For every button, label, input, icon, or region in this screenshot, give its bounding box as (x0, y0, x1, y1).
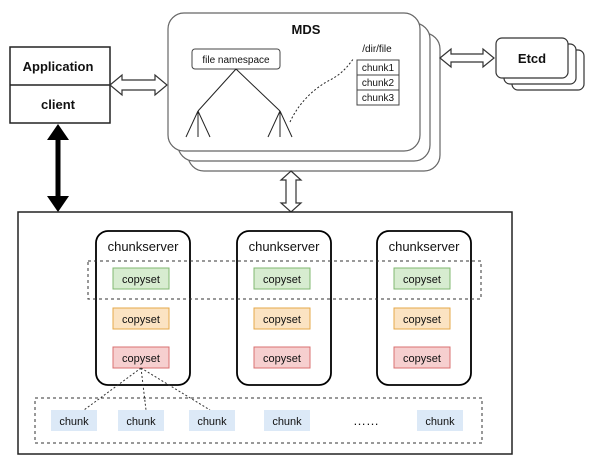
chunk-label: chunk (272, 416, 302, 428)
chunk-row: chunk chunk chunk chunk …… chunk (51, 410, 463, 431)
client-mds-arrow (109, 73, 168, 97)
mds-box: MDS file namespace /dir/file chunk1 chun… (167, 12, 441, 172)
etcd-label: Etcd (518, 51, 546, 66)
chunk-label: chunk (59, 416, 89, 428)
chunkserver-title: chunkserver (249, 239, 320, 254)
file-chunk-2: chunk2 (362, 78, 395, 89)
mds-title: MDS (292, 22, 321, 37)
chunk-label: chunk (425, 416, 455, 428)
chunk-row-outline (34, 397, 483, 444)
chunkserver-title: chunkserver (389, 239, 460, 254)
chunkserver-1: chunkserver copyset copyset copyset (95, 230, 191, 386)
file-chunk-3: chunk3 (362, 93, 395, 104)
namespace-tree (185, 57, 355, 138)
chunk-label: chunk (197, 416, 227, 428)
file-chunk-list: chunk1 chunk2 chunk3 (356, 59, 400, 106)
mds-etcd-arrow (439, 47, 495, 69)
copyset-label: copyset (122, 314, 160, 326)
chunk-label: chunk (126, 416, 156, 428)
copyset-label: copyset (263, 274, 301, 286)
file-namespace-label: file namespace (202, 55, 270, 66)
application-title: Application (23, 59, 94, 74)
copyset-label: copyset (122, 353, 160, 365)
copyset-label: copyset (403, 314, 441, 326)
application-box: Application client (9, 46, 111, 124)
chunk-ellipsis: …… (353, 413, 379, 428)
chunkserver-2: chunkserver copyset copyset copyset (236, 230, 332, 386)
copyset-label: copyset (403, 274, 441, 286)
copyset-label: copyset (263, 314, 301, 326)
copyset-chunk-links (83, 367, 211, 411)
file-chunk-1: chunk1 (362, 63, 395, 74)
chunkserver-3: chunkserver copyset copyset copyset (376, 230, 472, 386)
etcd-box: Etcd (495, 37, 585, 91)
file-path-label: /dir/file (362, 44, 392, 55)
copyset-group-outline (87, 260, 482, 300)
copyset-label: copyset (263, 353, 301, 365)
chunkserver-title: chunkserver (108, 239, 179, 254)
mds-cluster-arrow (279, 170, 303, 213)
client-cluster-arrow (47, 124, 69, 212)
copyset-label: copyset (403, 353, 441, 365)
client-label: client (41, 97, 76, 112)
copyset-label: copyset (122, 274, 160, 286)
